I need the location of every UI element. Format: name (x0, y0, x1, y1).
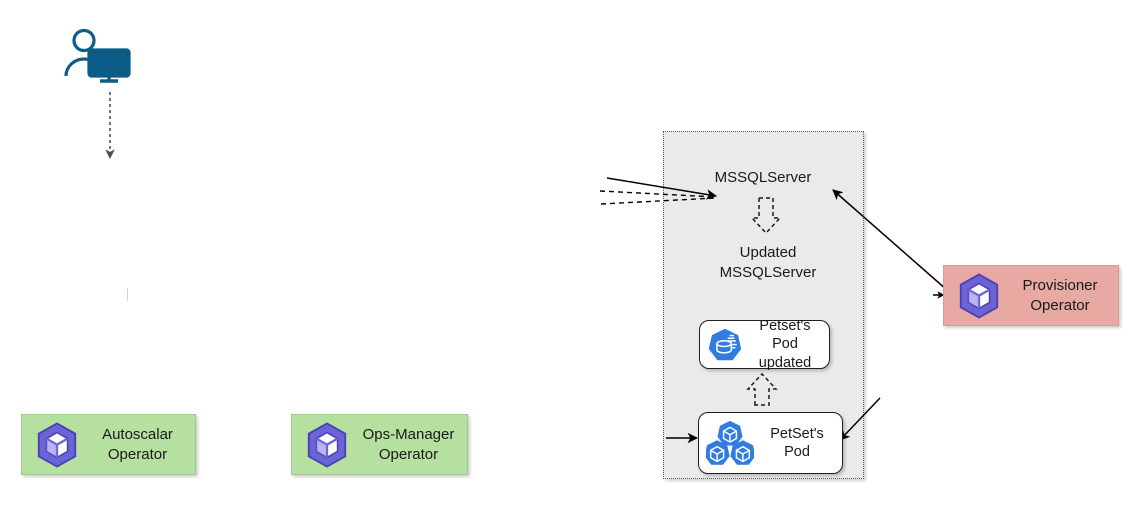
faint-line-mark (127, 288, 128, 301)
kubernetes-pod-icon (707, 327, 743, 363)
user-workstation-icon (60, 28, 132, 84)
connector-mssqlserver-to-updated (750, 197, 782, 235)
operator-cube-glyph (307, 421, 347, 468)
petsets-pod-label: PetSet's Pod (770, 425, 824, 460)
autoscalar-operator-box[interactable]: Autoscalar Operator (21, 414, 196, 475)
ops-manager-operator-label: Ops-Manager Operator (362, 426, 455, 463)
kubernetes-statefulset-icon (704, 420, 756, 466)
operator-cube-icon (304, 421, 350, 468)
operator-cube-glyph (959, 272, 999, 319)
provisioner-operator-box[interactable]: Provisioner Operator (943, 265, 1119, 326)
operator-cube-icon (34, 421, 80, 468)
autoscalar-operator-label: Autoscalar Operator (102, 426, 173, 463)
provisioner-operator-label: Provisioner Operator (1022, 277, 1098, 314)
operator-cube-icon (956, 272, 1002, 319)
connector-provisioner-to-mssqlserver (832, 189, 948, 291)
mssqlserver-label: MSSQLServer (714, 169, 812, 186)
connector-dashed-into-mssqlserver-b (600, 197, 717, 205)
kubernetes-statefulset-glyph (704, 420, 756, 465)
ops-manager-operator-box[interactable]: Ops-Manager Operator (291, 414, 468, 475)
connector-petsets-pod-to-updated (746, 372, 778, 406)
updated-mssqlserver-label: Updated MSSQLServer (719, 244, 817, 281)
operator-cube-glyph (37, 421, 77, 468)
kubernetes-pod-glyph (708, 328, 742, 360)
petsets-pod-updated-card[interactable]: Petset's Pod updated (699, 318, 830, 371)
connector-dashed-into-mssqlserver-a (599, 190, 717, 198)
connector-solid-into-mssqlserver (606, 177, 718, 200)
petsets-pod-updated-label: Petset's Pod updated (758, 318, 812, 371)
connector-into-petsets-pod-right (839, 397, 881, 441)
user-workstation-glyph (64, 28, 131, 83)
petsets-pod-card[interactable]: PetSet's Pod (698, 412, 843, 474)
